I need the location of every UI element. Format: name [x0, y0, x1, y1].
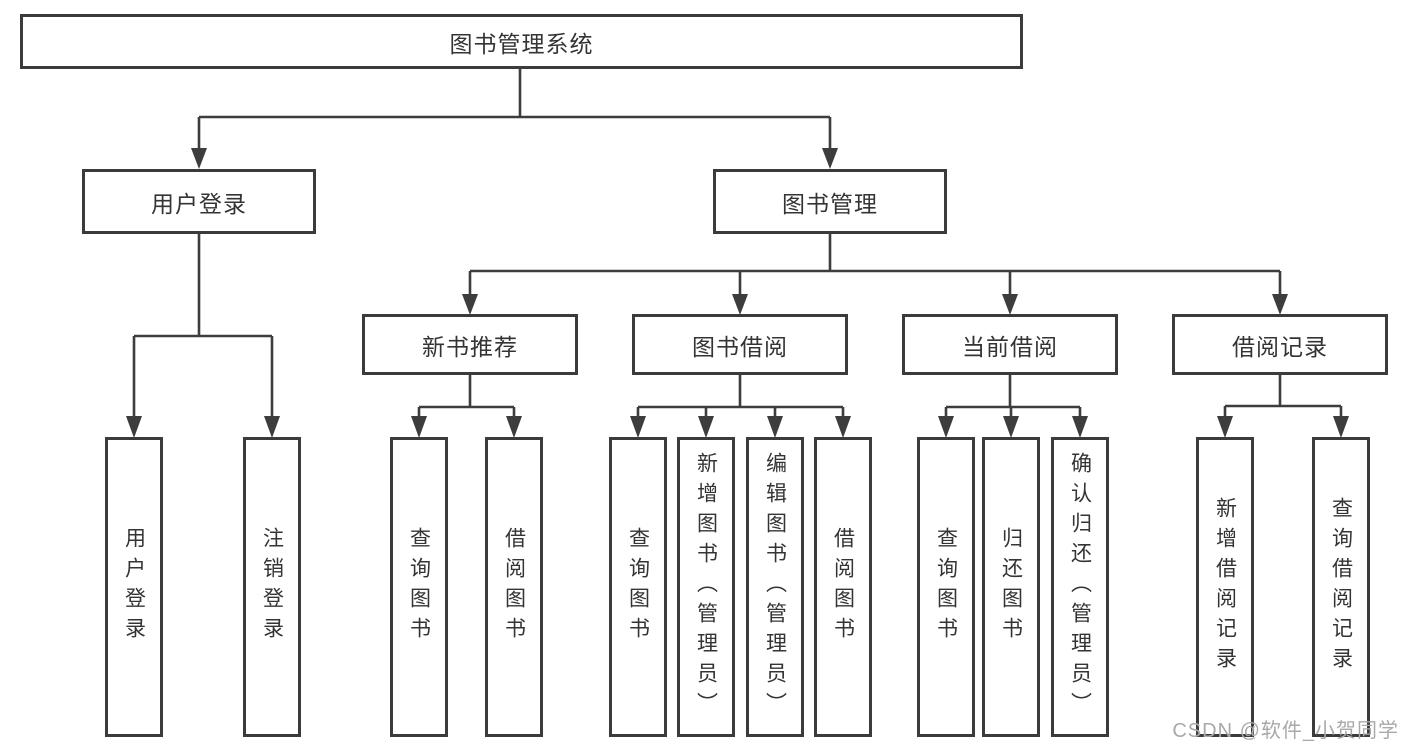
node-borrow-records-label: 借阅记录 [1232, 333, 1328, 360]
leaf-query-book-recommend-label: 查询图书 [407, 527, 431, 647]
leaf-confirm-return-admin-label: 确认归还（管理员） [1068, 452, 1092, 722]
leaf-return-book: 归还图书 [982, 437, 1040, 737]
arrowheads [126, 148, 1349, 438]
leaf-add-book-admin-label: 新增图书（管理员） [694, 452, 718, 722]
leaf-borrow-book-recommend-label: 借阅图书 [502, 527, 526, 647]
leaf-user-login-label: 用户登录 [122, 527, 146, 647]
leaf-user-login: 用户登录 [105, 437, 163, 737]
leaf-query-book-borrow-label: 查询图书 [626, 527, 650, 647]
node-new-book-recommend-label: 新书推荐 [422, 333, 518, 360]
leaf-borrow-book-recommend: 借阅图书 [485, 437, 543, 737]
node-new-book-recommend: 新书推荐 [362, 314, 578, 375]
leaf-edit-book-admin: 编辑图书（管理员） [746, 437, 804, 737]
node-book-borrow: 图书借阅 [632, 314, 848, 375]
node-book-management-label: 图书管理 [782, 190, 878, 217]
node-current-borrow-label: 当前借阅 [962, 333, 1058, 360]
leaf-query-borrow-record-label: 查询借阅记录 [1329, 497, 1353, 677]
node-user-login: 用户登录 [82, 169, 316, 234]
leaf-add-borrow-record-label: 新增借阅记录 [1213, 497, 1237, 677]
node-borrow-records: 借阅记录 [1172, 314, 1388, 375]
csdn-watermark: CSDN @软件_小贺同学 [1172, 720, 1399, 742]
leaf-query-book-current: 查询图书 [917, 437, 975, 737]
leaf-query-book-current-label: 查询图书 [934, 527, 958, 647]
leaf-borrow-book: 借阅图书 [814, 437, 872, 737]
leaf-borrow-book-label: 借阅图书 [831, 527, 855, 647]
node-root-label: 图书管理系统 [449, 30, 594, 57]
leaf-query-borrow-record: 查询借阅记录 [1312, 437, 1370, 737]
node-user-login-label: 用户登录 [151, 190, 247, 217]
leaf-logout-label: 注销登录 [260, 527, 284, 647]
leaf-logout: 注销登录 [243, 437, 301, 737]
node-book-management: 图书管理 [713, 169, 947, 234]
leaf-confirm-return-admin: 确认归还（管理员） [1051, 437, 1109, 737]
leaf-query-book-recommend: 查询图书 [390, 437, 448, 737]
leaf-add-borrow-record: 新增借阅记录 [1196, 437, 1254, 737]
leaf-query-book-borrow: 查询图书 [609, 437, 667, 737]
leaf-edit-book-admin-label: 编辑图书（管理员） [763, 452, 787, 722]
node-book-borrow-label: 图书借阅 [692, 333, 788, 360]
node-current-borrow: 当前借阅 [902, 314, 1118, 375]
leaf-return-book-label: 归还图书 [999, 527, 1023, 647]
node-root: 图书管理系统 [20, 14, 1023, 69]
leaf-add-book-admin: 新增图书（管理员） [677, 437, 735, 737]
